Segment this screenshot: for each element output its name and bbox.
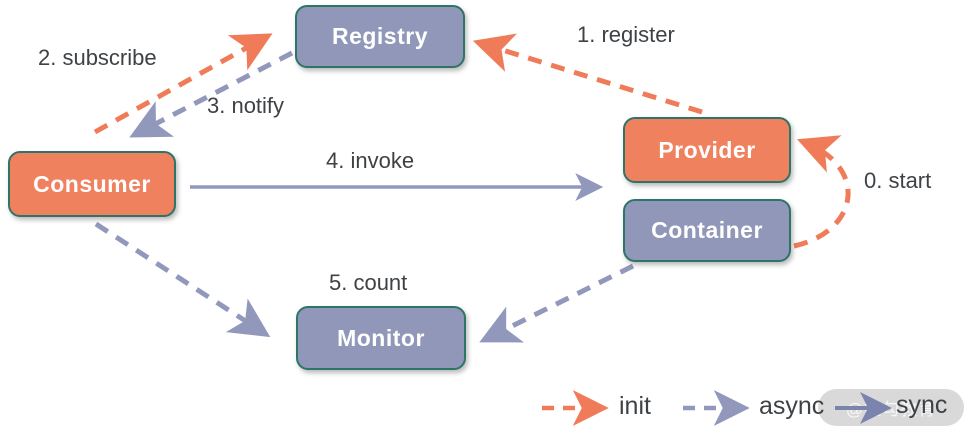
node-provider-label: Provider <box>658 136 756 163</box>
arrow-count <box>94 221 271 338</box>
arrow-start <box>793 135 851 249</box>
arrow-container-monitor <box>479 263 635 343</box>
node-container: Container <box>623 199 791 262</box>
legend-sync-label: sync <box>896 391 948 419</box>
edge-label-register: 1. register <box>577 22 675 47</box>
legend-init-label: init <box>619 392 651 420</box>
node-monitor-label: Monitor <box>337 324 425 351</box>
legend-async-label: async <box>759 392 825 420</box>
edge-label-notify: 3. notify <box>207 93 285 118</box>
node-consumer-label: Consumer <box>33 170 151 197</box>
node-registry: Registry <box>295 5 465 68</box>
node-container-label: Container <box>651 217 763 243</box>
edge-label-subscribe: 2. subscribe <box>38 45 157 70</box>
node-consumer: Consumer <box>8 151 176 217</box>
arrow-notify <box>129 50 294 138</box>
edge-label-start: 0. start <box>864 168 932 193</box>
edge-label-count: 5. count <box>329 270 408 295</box>
node-monitor: Monitor <box>296 306 466 370</box>
edge-label-invoke: 4. invoke <box>326 148 415 173</box>
arrow-register <box>472 33 703 115</box>
node-provider: Provider <box>623 117 791 183</box>
arrow-subscribe <box>93 33 273 135</box>
node-registry-label: Registry <box>331 23 429 49</box>
